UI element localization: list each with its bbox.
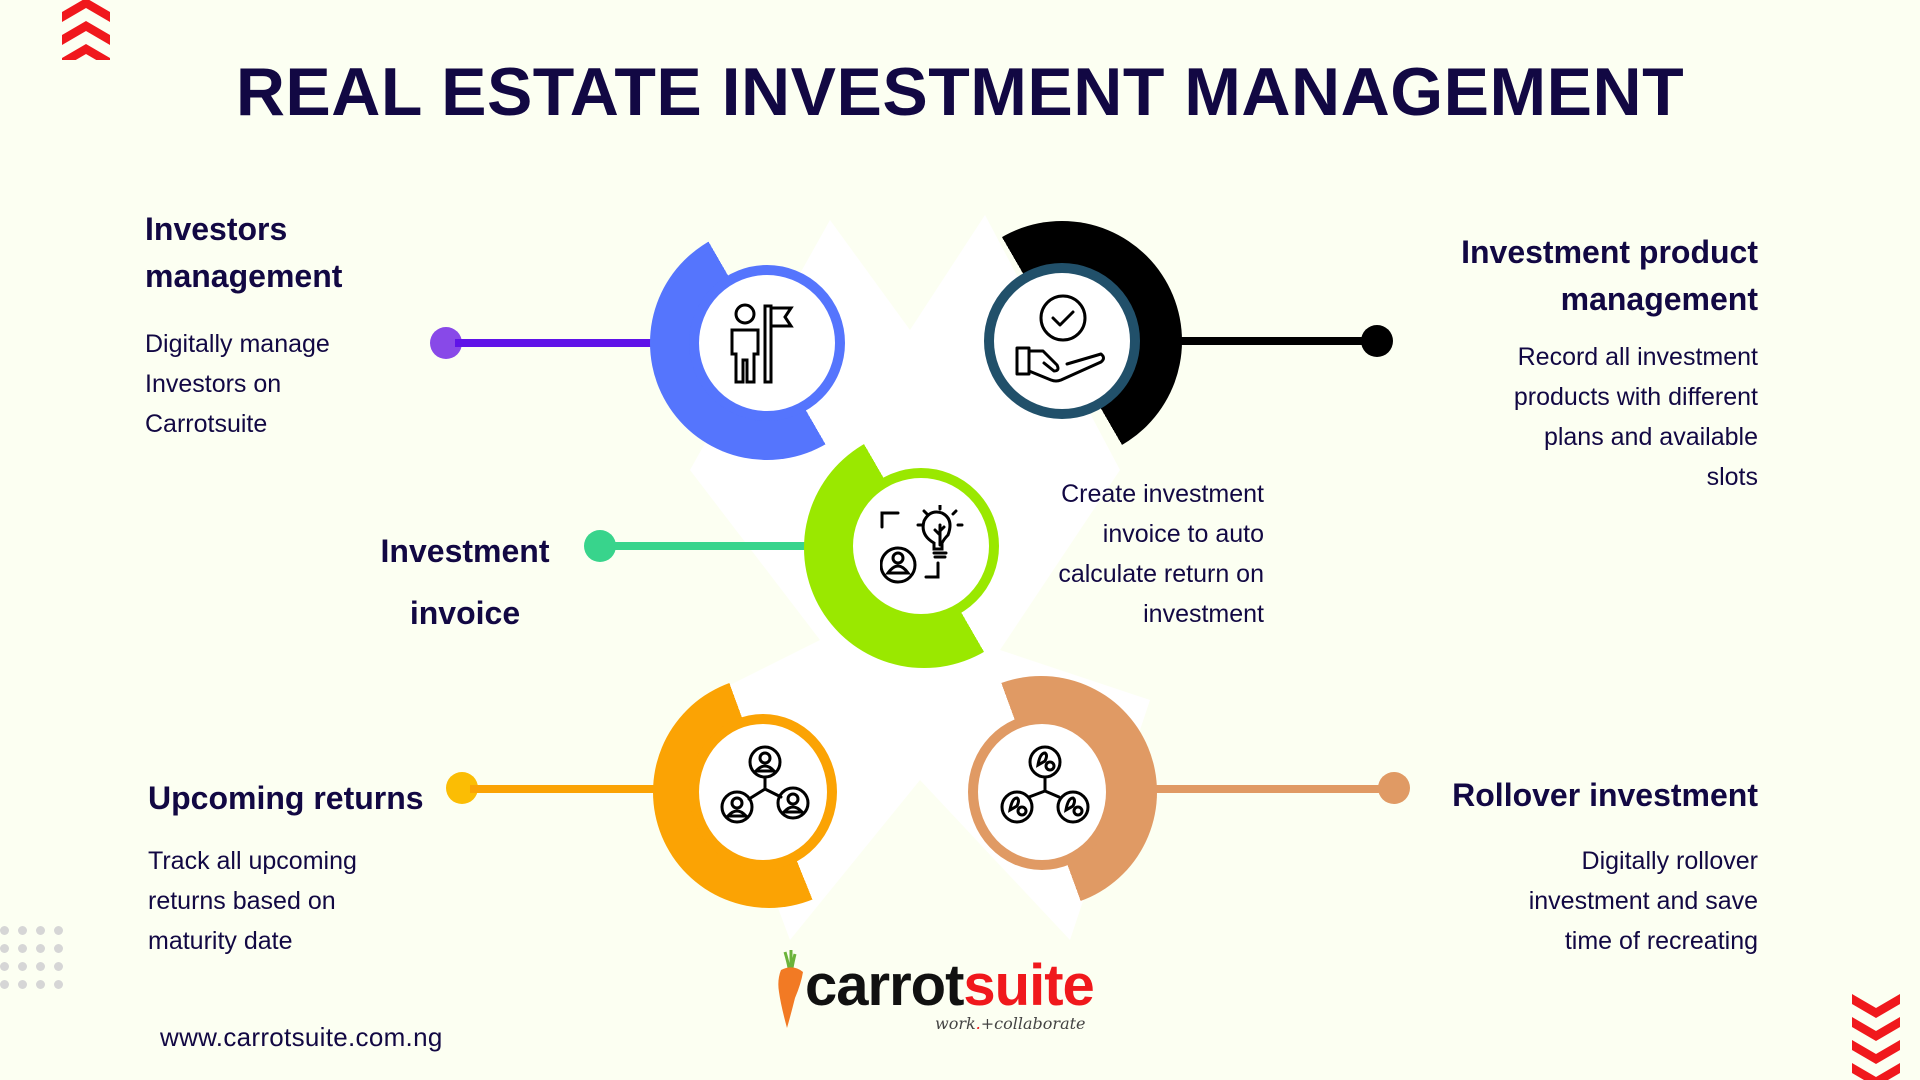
connector-line-invoice (610, 542, 850, 550)
tagline-collaborate: +collaborate (980, 1014, 1086, 1033)
website-url[interactable]: www.carrotsuite.com.ng (160, 1022, 443, 1052)
feature-heading-rollover-investment: Rollover investment (1300, 772, 1758, 819)
heading-line: management (145, 258, 343, 294)
connector-line-upcoming (470, 785, 695, 793)
description-line: Create investment (1061, 480, 1264, 508)
carrot-icon (778, 950, 803, 1028)
feature-heading-investors-management: Investors management (145, 206, 342, 300)
description-line: products with different (1513, 383, 1758, 411)
ring-inner-invoice (843, 468, 999, 624)
logo-wordmark: carrotsuite (805, 952, 1095, 1019)
connector-line-investors (455, 339, 700, 347)
heading-line: Investors (145, 211, 288, 247)
description-line: investment and save (1528, 887, 1758, 915)
description-line: invoice to auto (1102, 520, 1264, 548)
carrotsuite-logo: carrotsuite work.+collaborate (775, 950, 1095, 1040)
description-line: Digitally rollover (1581, 847, 1758, 875)
connector-line-product (1140, 337, 1370, 345)
tagline-work: work (935, 1014, 976, 1033)
description-line: Record all investment (1517, 343, 1758, 371)
connector-dot-rollover (1378, 772, 1410, 804)
logo-part-suite: suite (963, 953, 1094, 1018)
ring-inner-rollover (968, 714, 1116, 870)
description-line: time of recreating (1564, 927, 1758, 955)
description-line: investment (1143, 600, 1264, 628)
description-line: Track all upcoming (148, 847, 357, 875)
tagline-dot: . (975, 1014, 981, 1033)
description-line: Investors on (145, 370, 282, 398)
feature-heading-investment-invoice: Investment invoice (345, 520, 585, 644)
feature-description-upcoming-returns: Track all upcoming returns based on matu… (148, 841, 357, 961)
ring-inner-investors (689, 265, 845, 421)
heading-line: Rollover investment (1452, 777, 1758, 813)
description-line: slots (1706, 463, 1758, 491)
description-line: plans and available (1543, 423, 1758, 451)
logo-tagline: work.+collaborate (935, 1014, 1086, 1033)
feature-heading-upcoming-returns: Upcoming returns (148, 775, 424, 822)
heading-line: Upcoming returns (148, 780, 424, 816)
heading-line: Investment (380, 533, 550, 569)
heading-line: management (1560, 281, 1758, 317)
feature-heading-investment-product-management: Investment product management (1300, 229, 1758, 323)
decorative-dot-grid (0, 926, 72, 998)
description-line: maturity date (148, 927, 293, 955)
person-with-lightbulb-icon (880, 505, 964, 584)
description-line: Digitally manage (145, 330, 330, 358)
heading-line: Investment product (1461, 234, 1758, 270)
hand-with-checkmark-icon (1015, 294, 1105, 383)
connector-line-rollover (1115, 785, 1395, 793)
feature-description-investment-product-management: Record all investment products with diff… (1300, 337, 1758, 497)
logo-part-carrot: carrot (805, 953, 964, 1018)
description-line: Carrotsuite (145, 410, 268, 438)
heading-line: invoice (409, 595, 521, 631)
chevrons-down-icon (1852, 994, 1900, 1080)
description-line: calculate return on (1058, 560, 1264, 588)
feature-description-investment-invoice: Create investment invoice to auto calcul… (964, 474, 1264, 634)
person-with-flag-icon (730, 303, 794, 384)
chevrons-up-icon (62, 0, 110, 60)
connector-dot-product (1361, 325, 1393, 357)
connected-groups-icon (1000, 745, 1090, 824)
feature-description-rollover-investment: Digitally rollover investment and save t… (1300, 841, 1758, 961)
connected-users-icon (720, 745, 810, 824)
page-title: REAL ESTATE INVESTMENT MANAGEMENT (235, 54, 1685, 130)
description-line: returns based on (148, 887, 336, 915)
feature-description-investors-management: Digitally manage Investors on Carrotsuit… (145, 324, 330, 444)
